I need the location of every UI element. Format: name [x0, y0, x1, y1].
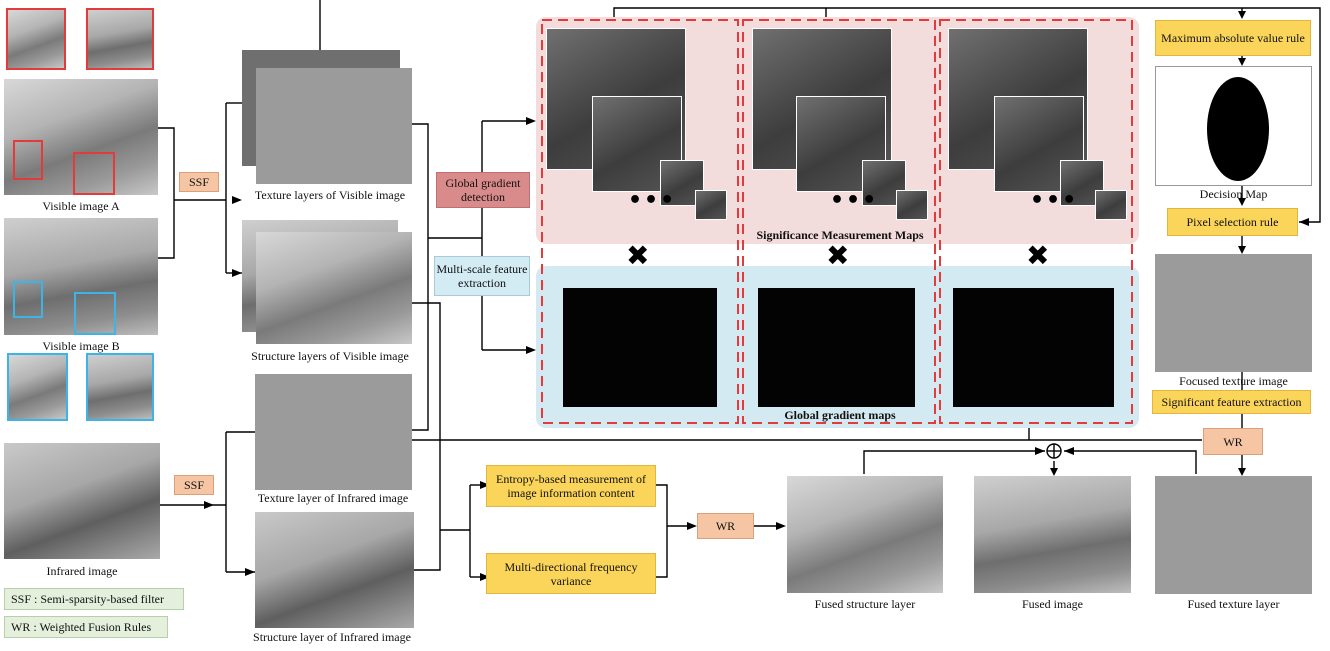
legend-ssf: SSF : Semi-sparsity-based filter [4, 588, 184, 610]
crop-blue-1 [7, 353, 68, 421]
sig-map-c2-mid [796, 96, 886, 192]
arrow-head [1064, 447, 1074, 455]
sig-map-c3-tiny [1095, 190, 1127, 220]
structure-layer-infrared [255, 512, 414, 628]
arrow-head [245, 568, 255, 576]
decision-map [1155, 66, 1312, 186]
arrow-head [1238, 246, 1246, 254]
arrow-head [480, 481, 490, 489]
roi-blue-2 [74, 292, 116, 335]
pixel-selection-box: Pixel selection rule [1167, 208, 1298, 236]
significant-feature-box: Significant feature extraction [1152, 390, 1311, 414]
arrow-head [232, 196, 242, 204]
visible-image-a [4, 79, 158, 195]
decision-map-label: Decision Map [1199, 187, 1268, 201]
arrow-head [1035, 447, 1045, 455]
fused-image-label: Fused image [1022, 597, 1083, 611]
fused-texture-image [1155, 476, 1312, 594]
gradient-map-3 [953, 288, 1114, 407]
global-gradient-box: Global gradient detection [436, 172, 530, 208]
arrow-head [1238, 11, 1246, 19]
fused-structure-image [787, 476, 943, 593]
crop-red-2 [86, 8, 154, 70]
multiply-icon-2: ✖ [826, 239, 850, 272]
entropy-box: Entropy-based measurement of image infor… [486, 465, 656, 507]
significance-maps-label: Significance Measurement Maps [756, 228, 924, 242]
ellipsis-c1: ••• [628, 188, 677, 213]
wr-box-right: WR [1203, 428, 1263, 455]
sig-map-c2-tiny [896, 190, 928, 220]
sig-map-c1-tiny [695, 190, 727, 220]
roi-blue-1 [13, 281, 43, 318]
roi-red-2 [73, 152, 115, 195]
visible-image-b [4, 218, 158, 335]
infrared-image-label: Infrared image [46, 564, 118, 578]
column-frame-2 [742, 19, 936, 424]
ellipsis-c3: ••• [1030, 188, 1079, 213]
multidir-box: Multi-directional frequency variance [486, 553, 656, 594]
multiply-icon-3: ✖ [1026, 239, 1050, 272]
arrow-head [204, 501, 214, 509]
ssf-box-infrared: SSF [174, 475, 214, 495]
visible-image-b-label: Visible image B [42, 339, 120, 353]
arrow-head [480, 573, 490, 581]
arrow-head [1050, 468, 1058, 476]
arrow-head [526, 117, 536, 125]
legend-wr: WR : Weighted Fusion Rules [4, 616, 168, 638]
arrow-head [526, 346, 536, 354]
fused-image [974, 476, 1131, 593]
column-frame-1 [541, 19, 739, 424]
structure-layer-infrared-label: Structure layer of Infrared image [253, 630, 411, 644]
arrow-head [1238, 468, 1246, 476]
focused-texture-image [1155, 254, 1312, 372]
visible-image-a-label: Visible image A [42, 199, 120, 213]
texture-layer-infrared-label: Texture layer of Infrared image [257, 491, 409, 505]
fused-structure-label: Fused structure layer [814, 597, 916, 611]
crop-red-1 [6, 8, 66, 70]
gradient-map-2 [758, 288, 915, 407]
arrow-head [1238, 58, 1246, 66]
infrared-image [4, 443, 160, 559]
ellipsis-c2: ••• [830, 188, 879, 213]
arrow-head [1299, 218, 1309, 226]
multiply-icon-1: ✖ [626, 239, 650, 272]
texture-layer-front [256, 68, 412, 184]
roi-red-1 [13, 140, 43, 180]
crop-blue-2 [86, 353, 154, 421]
texture-layers-visible-label: Texture layers of Visible image [254, 188, 406, 202]
structure-layers-visible-label: Structure layers of Visible image [251, 349, 409, 363]
arrow-head [687, 522, 697, 530]
arrow-head [232, 269, 242, 277]
ssf-box-visible: SSF [179, 172, 219, 192]
arrow-head [776, 522, 786, 530]
gradient-maps-label: Global gradient maps [784, 408, 896, 422]
gradient-map-1 [563, 288, 717, 407]
texture-layer-infrared [255, 374, 412, 490]
wr-box-middle: WR [697, 513, 754, 539]
fused-texture-label: Fused texture layer [1187, 597, 1280, 611]
structure-layer-front [256, 232, 412, 344]
decision-blob [1207, 77, 1269, 181]
column-frame-3 [939, 19, 1133, 424]
multiscale-box: Multi-scale feature extraction [434, 256, 530, 296]
focused-texture-label: Focused texture image [1179, 374, 1288, 388]
arrow-head [1238, 198, 1246, 206]
max-abs-rule-box: Maximum absolute value rule [1155, 20, 1311, 56]
